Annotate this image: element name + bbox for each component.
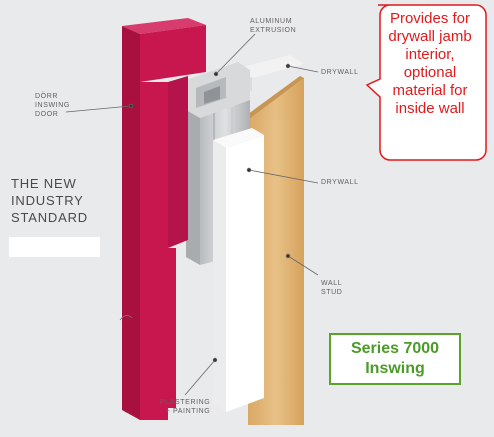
callout-text: Provides for drywall jamb interior, opti… xyxy=(388,10,472,117)
label-drywall-mid: DRYWALL xyxy=(321,179,359,186)
label-aluminum-extrusion: ALUMINUM EXTRUSION xyxy=(250,18,297,34)
series-name: Series 7000 xyxy=(350,340,440,357)
curl-arrow-icon xyxy=(119,315,133,321)
leader-lines xyxy=(65,33,319,396)
plaster-board-shape xyxy=(213,128,264,412)
label-drywall-top: DRYWALL xyxy=(321,69,359,76)
callout-bubble xyxy=(365,4,487,161)
label-plastering-painting: PLASTERING + PAINTING xyxy=(160,399,211,415)
series-type: Inswing xyxy=(365,360,425,377)
headline: THE NEW INDUSTRY STANDARD xyxy=(11,176,88,225)
label-inswing-door: DÖRR INSWING DOOR xyxy=(35,93,70,118)
label-wall-stud: WALL STUD xyxy=(321,280,343,296)
blank-box xyxy=(9,237,100,257)
series-badge: Series 7000 Inswing xyxy=(329,333,461,385)
inswing-door-shape xyxy=(122,18,206,420)
